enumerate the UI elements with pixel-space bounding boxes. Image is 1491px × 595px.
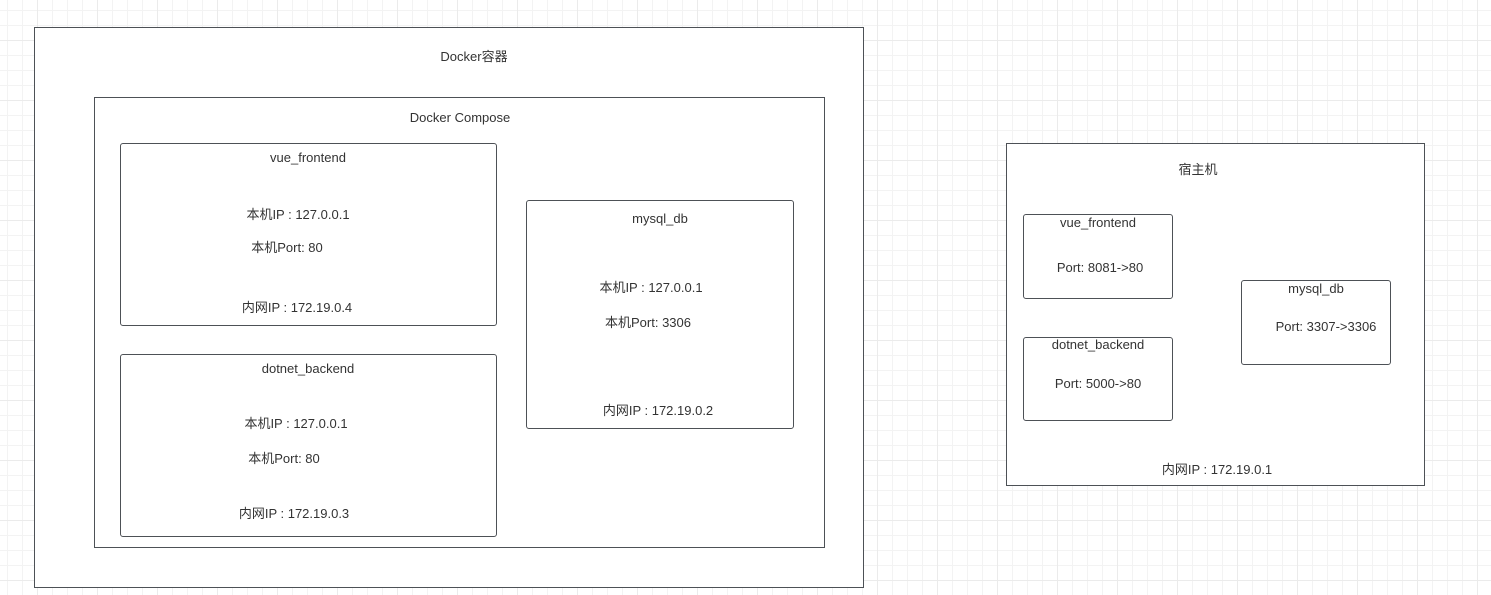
host-machine-title: 宿主机 <box>1178 162 1218 177</box>
container-vue-frontend-internal-ip: 内网IP : 172.19.0.4 <box>241 300 353 315</box>
host-mapping-dotnet-backend[interactable] <box>1023 337 1173 421</box>
container-vue-frontend[interactable] <box>120 143 497 326</box>
host-mapping-mysql-db[interactable] <box>1241 280 1391 365</box>
container-dotnet-backend[interactable] <box>120 354 497 537</box>
host-machine-internal-ip: 内网IP : 172.19.0.1 <box>1161 462 1273 477</box>
container-dotnet-backend-name: dotnet_backend <box>261 361 355 376</box>
container-mysql-db-name: mysql_db <box>632 211 688 226</box>
host-mapping-vue-frontend[interactable] <box>1023 214 1173 299</box>
docker-compose-title: Docker Compose <box>409 110 511 125</box>
host-mapping-vue-frontend-name: vue_frontend <box>1060 215 1136 230</box>
container-mysql-db-local-port: 本机Port: 3306 <box>605 315 691 330</box>
host-mapping-dotnet-backend-name: dotnet_backend <box>1051 337 1145 352</box>
container-mysql-db-internal-ip: 内网IP : 172.19.0.2 <box>602 403 714 418</box>
container-vue-frontend-local-ip: 本机IP : 127.0.0.1 <box>246 207 350 222</box>
container-dotnet-backend-local-port: 本机Port: 80 <box>248 451 320 466</box>
docker-container-title: Docker容器 <box>440 49 508 64</box>
host-mapping-vue-frontend-port: Port: 8081->80 <box>1056 260 1144 275</box>
container-vue-frontend-local-port: 本机Port: 80 <box>251 240 323 255</box>
host-mapping-dotnet-backend-port: Port: 5000->80 <box>1054 376 1142 391</box>
container-mysql-db-local-ip: 本机IP : 127.0.0.1 <box>599 280 703 295</box>
container-mysql-db[interactable] <box>526 200 794 429</box>
host-mapping-mysql-db-port: Port: 3307->3306 <box>1275 319 1377 334</box>
container-dotnet-backend-local-ip: 本机IP : 127.0.0.1 <box>244 416 348 431</box>
host-mapping-mysql-db-name: mysql_db <box>1288 281 1344 296</box>
container-vue-frontend-name: vue_frontend <box>270 150 346 165</box>
container-dotnet-backend-internal-ip: 内网IP : 172.19.0.3 <box>238 506 350 521</box>
